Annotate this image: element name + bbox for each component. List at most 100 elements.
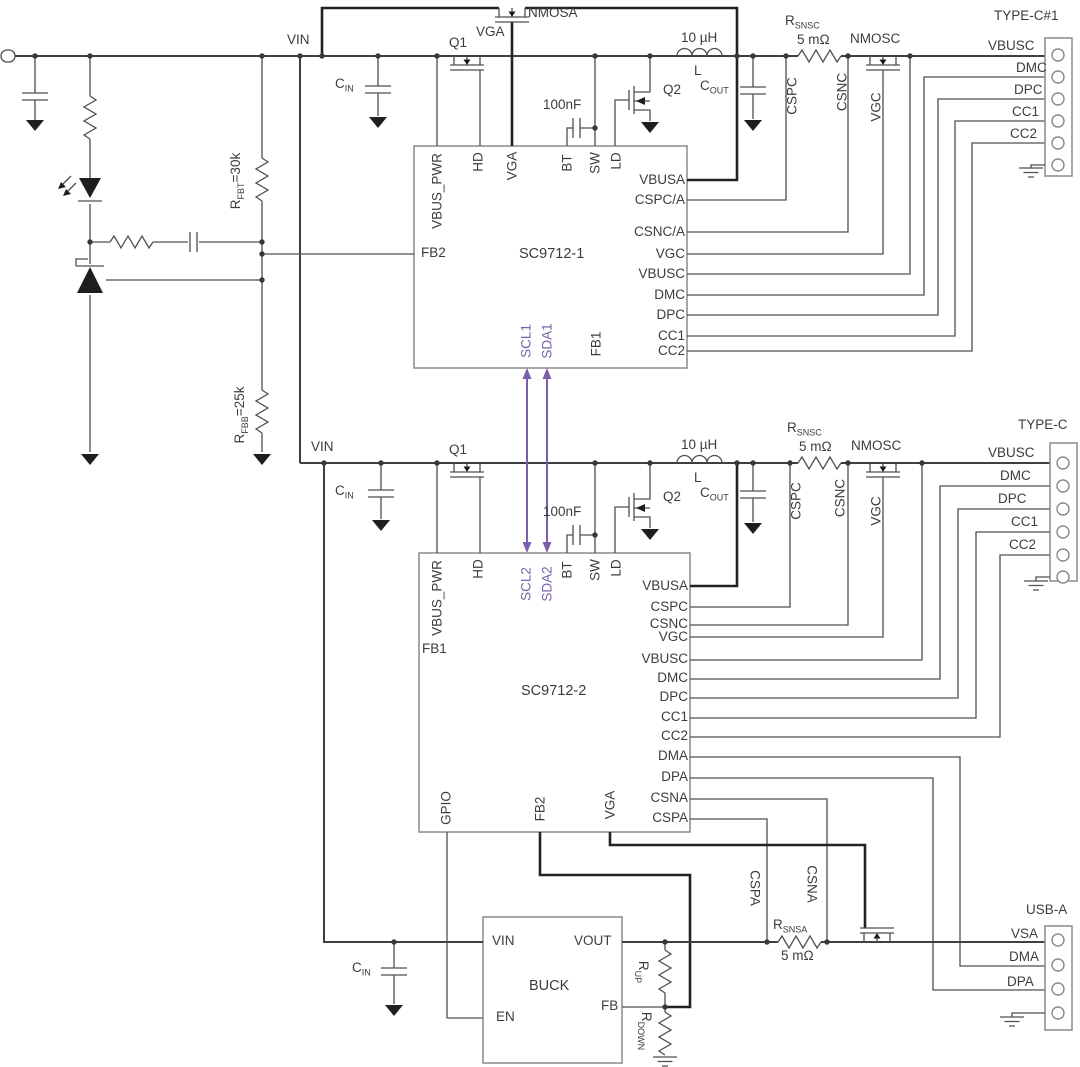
ic2-pin-hd: HD <box>470 559 486 579</box>
usba-pin-vsa: VSA <box>1011 926 1039 941</box>
gnd <box>253 454 271 465</box>
gnd <box>641 122 659 133</box>
q1-label-stage2: Q1 <box>449 442 468 457</box>
input-terminal <box>0 49 16 63</box>
q2-label-stage2: Q2 <box>663 489 682 504</box>
ic2-name: SC9712-2 <box>521 683 587 699</box>
ic1-pin-bt: BT <box>559 154 575 172</box>
bootstrap-cap-stage1: 100nF <box>543 97 582 112</box>
ic2-pin-vga: VGA <box>602 790 618 820</box>
ic2-pin-cc1: CC1 <box>660 709 688 724</box>
typec2-pin-cc1: CC1 <box>1011 514 1039 529</box>
ic1-pin-sw: SW <box>587 152 603 174</box>
gnd <box>26 120 44 131</box>
net-cspa: CSPA <box>747 870 763 906</box>
net-cspc-stage1: CSPC <box>784 77 800 115</box>
typec2-connector <box>1023 442 1078 591</box>
nmosa-label: NMOSA <box>528 5 578 20</box>
gnd <box>385 1005 403 1016</box>
rsnsa-resistor <box>777 935 822 949</box>
rsnsc-label-stage1: RSNSC <box>785 13 820 31</box>
q1-stage1-mosfet <box>449 55 485 71</box>
ic1-pin-cc1: CC1 <box>657 328 685 343</box>
typec2-title: TYPE-C <box>1018 417 1068 432</box>
q1-stage2-mosfet <box>449 462 485 478</box>
rup-label: RUP <box>633 960 651 984</box>
ic2-pin-dpc: DPC <box>659 689 688 704</box>
ic1-pin-csnc-a: CSNC/A <box>633 224 685 239</box>
typec1-pin-cc2: CC2 <box>1010 126 1038 141</box>
typec2-pin-cc2: CC2 <box>1009 537 1037 552</box>
typec2-pin-dpc: DPC <box>998 491 1027 506</box>
ic2-pin-dma: DMA <box>658 748 688 763</box>
ic2-pin-cspa: CSPA <box>652 810 688 825</box>
buck-pin-vin: VIN <box>492 933 515 948</box>
nmosa-mosfet <box>494 7 530 23</box>
net-csnc-stage2: CSNC <box>832 478 848 518</box>
ic2-pin-cspc: CSPC <box>650 599 688 614</box>
rfbb-resistor <box>255 389 269 434</box>
ic2-pin-dpa: DPA <box>661 769 688 784</box>
typec1-pin-cc1: CC1 <box>1012 104 1040 119</box>
junction-dots <box>32 53 925 1010</box>
bootstrap-cap-stage2: 100nF <box>543 504 582 519</box>
ic2-pin-gpio: GPIO <box>438 791 454 825</box>
buck-pin-fb: FB <box>601 998 619 1013</box>
usba-pin-dma: DMA <box>1009 949 1039 964</box>
nmosc1-mosfet <box>865 55 901 71</box>
typec1-pin-dmc: DMC <box>1016 60 1047 75</box>
i2c-bus-arrows <box>522 368 552 553</box>
ic1-pin-vbus-pwr: VBUS_PWR <box>429 153 445 229</box>
net-vin-stage2: VIN <box>311 439 334 454</box>
ic1-name: SC9712-1 <box>519 246 585 262</box>
ic2-pin-vbusa: VBUSA <box>642 578 688 593</box>
typec1-pin-vbusc: VBUSC <box>988 38 1035 53</box>
ic1-pin-sda1: SDA1 <box>539 323 555 359</box>
ic2-pin-sw: SW <box>587 559 603 581</box>
gnd <box>641 529 659 540</box>
ic1-pin-hd: HD <box>470 152 486 172</box>
inductor-label-stage2: L <box>694 470 702 485</box>
ic2-pin-sda2: SDA2 <box>539 566 555 602</box>
ic2-pin-csna: CSNA <box>650 790 688 805</box>
usba-pin-dpa: DPA <box>1007 974 1034 989</box>
stage2-wiring <box>300 454 1050 991</box>
ic2-pin-scl2: SCL2 <box>518 567 534 601</box>
q1-label-stage1: Q1 <box>449 35 468 50</box>
opto-led-icon <box>58 175 102 202</box>
typec1-connector <box>1018 37 1073 178</box>
net-vgc-stage1: VGC <box>868 92 884 122</box>
stage1-wiring <box>0 6 1045 465</box>
ic1-pin-dpc: DPC <box>656 307 685 322</box>
net-vga-label: VGA <box>476 24 505 39</box>
rsnsa-value: 5 mΩ <box>781 948 814 963</box>
rdown-resistor <box>658 1011 672 1056</box>
inductor-label-stage1: L <box>694 63 702 78</box>
ic2-pin-cc2: CC2 <box>660 728 688 743</box>
rsnsc-value-stage2: 5 mΩ <box>799 439 832 454</box>
nmosc2-mosfet <box>865 462 901 478</box>
ic1-pin-cc2: CC2 <box>657 343 685 358</box>
rfbt-resistor <box>255 157 269 202</box>
gnd <box>744 523 762 534</box>
net-csna: CSNA <box>804 865 820 903</box>
ic2-pin-dmc: DMC <box>657 670 688 685</box>
inductor-value-stage2: 10 µH <box>681 437 718 452</box>
led-series-resistor <box>83 95 97 140</box>
rsnsc1-resistor <box>797 49 842 63</box>
ic-boxes <box>413 145 691 1064</box>
ic1-pin-vbusa: VBUSA <box>639 172 685 187</box>
bottom-wiring <box>323 463 1045 1067</box>
rfbt-label: RFBT=30k <box>228 152 246 210</box>
net-cspc-stage2: CSPC <box>788 482 804 520</box>
typec1-pin-dpc: DPC <box>1014 82 1043 97</box>
ic2-pin-vbusc: VBUSC <box>641 651 688 666</box>
inductor1 <box>676 47 723 57</box>
buck-pin-vout: VOUT <box>574 933 612 948</box>
buck-pin-en: EN <box>496 1009 515 1024</box>
cin-label-stage2: CIN <box>335 483 354 501</box>
ic2-pin-vgc: VGC <box>658 629 688 644</box>
rup-resistor <box>658 949 672 994</box>
ic2-pin-vbus-pwr: VBUS_PWR <box>429 560 445 636</box>
